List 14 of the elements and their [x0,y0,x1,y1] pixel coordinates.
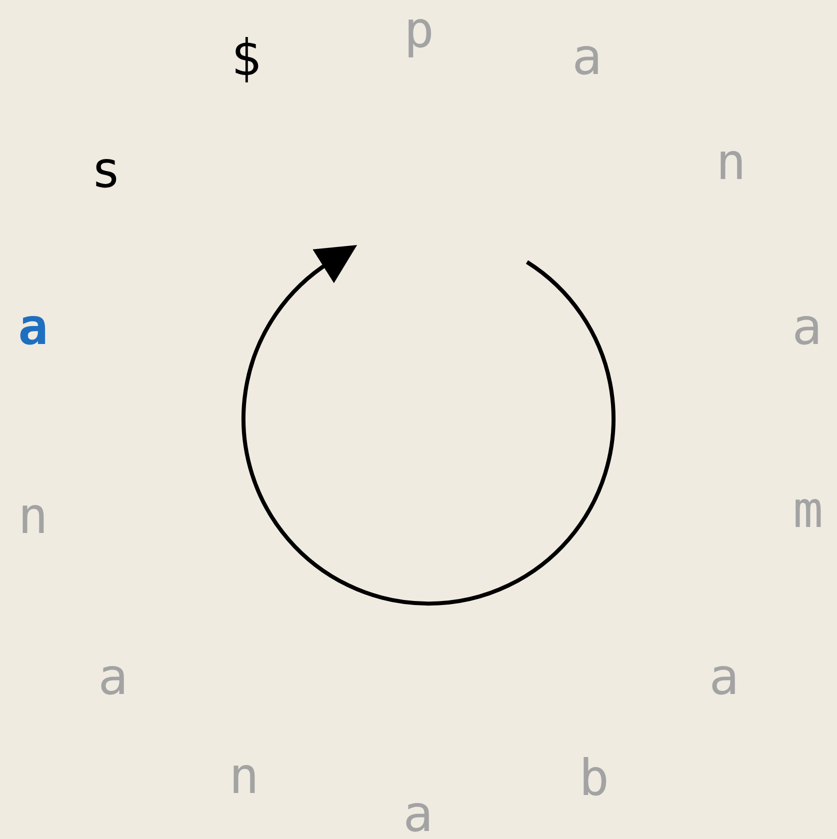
letter: n [18,488,48,544]
letter: p [404,2,434,58]
letter: a [98,649,128,705]
letter: a [402,786,434,839]
letter: a [18,299,48,355]
letter: n [716,134,746,190]
letter: m [792,482,824,538]
letter: s [90,142,122,198]
letter: $ [230,30,262,86]
letter: n [228,748,260,804]
letter: a [572,29,602,85]
letter: b [578,750,610,806]
letter: a [792,299,822,355]
letter: a [708,649,740,705]
